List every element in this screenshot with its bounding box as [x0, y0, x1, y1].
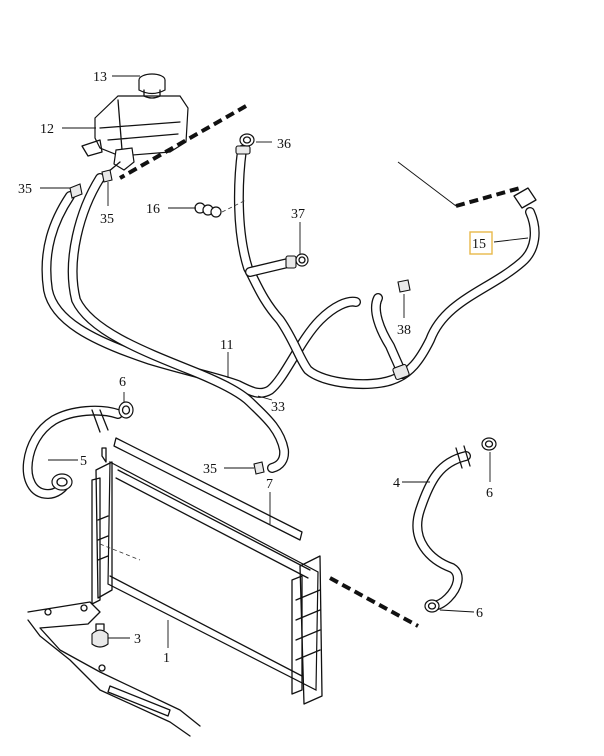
label-part-6-lower-right: 6: [476, 606, 483, 621]
label-part-1: 1: [163, 651, 170, 666]
hose-5: [22, 405, 123, 499]
label-part-33: 33: [271, 400, 285, 415]
tank-cap: [138, 73, 166, 99]
clamp-36: [239, 133, 255, 147]
label-part-36: 36: [277, 137, 291, 152]
clamp-37: [295, 253, 309, 267]
clamp-35-left: [69, 183, 83, 199]
callout-labels: 13 12 35 35 16 36 37 38 11 33 6 5 35 7 4…: [18, 70, 493, 666]
expansion-tank: [81, 95, 189, 177]
clamp-6-upper-right: [481, 437, 497, 451]
seal-strip: [113, 437, 303, 541]
hose-11: [41, 173, 361, 473]
label-part-11: 11: [220, 338, 233, 353]
label-part-37: 37: [291, 207, 305, 222]
clamp-6-lower-right: [424, 599, 440, 613]
label-part-7: 7: [266, 477, 273, 492]
label-part-6-left: 6: [119, 375, 126, 390]
label-part-13: 13: [93, 70, 107, 85]
label-part-15-highlight-box: [469, 231, 493, 255]
label-part-3: 3: [134, 632, 141, 647]
hose-upper-tee: [233, 145, 540, 390]
label-part-4: 4: [393, 476, 400, 491]
label-part-6-upper-right: 6: [486, 486, 493, 501]
label-part-5: 5: [80, 454, 87, 469]
radiator: [91, 447, 323, 705]
clamp-6-left: [118, 401, 134, 419]
mount-bracket: [27, 601, 201, 737]
label-part-16: 16: [146, 202, 160, 217]
route-line-tank: [119, 104, 247, 180]
label-part-35-left: 35: [18, 182, 32, 197]
label-part-12: 12: [40, 122, 54, 137]
route-line-hose15: [455, 186, 521, 208]
clamp-38: [397, 279, 411, 293]
label-part-38: 38: [397, 323, 411, 338]
clamp-35-center: [253, 461, 265, 475]
label-part-15: 15: [472, 237, 486, 252]
leader-lines: [40, 75, 529, 648]
label-part-35-tank: 35: [100, 212, 114, 227]
route-line-radiator: [329, 576, 419, 628]
label-part-35-center: 35: [203, 462, 217, 477]
hose-4: [412, 445, 471, 611]
clamp-35-tank: [101, 169, 113, 183]
